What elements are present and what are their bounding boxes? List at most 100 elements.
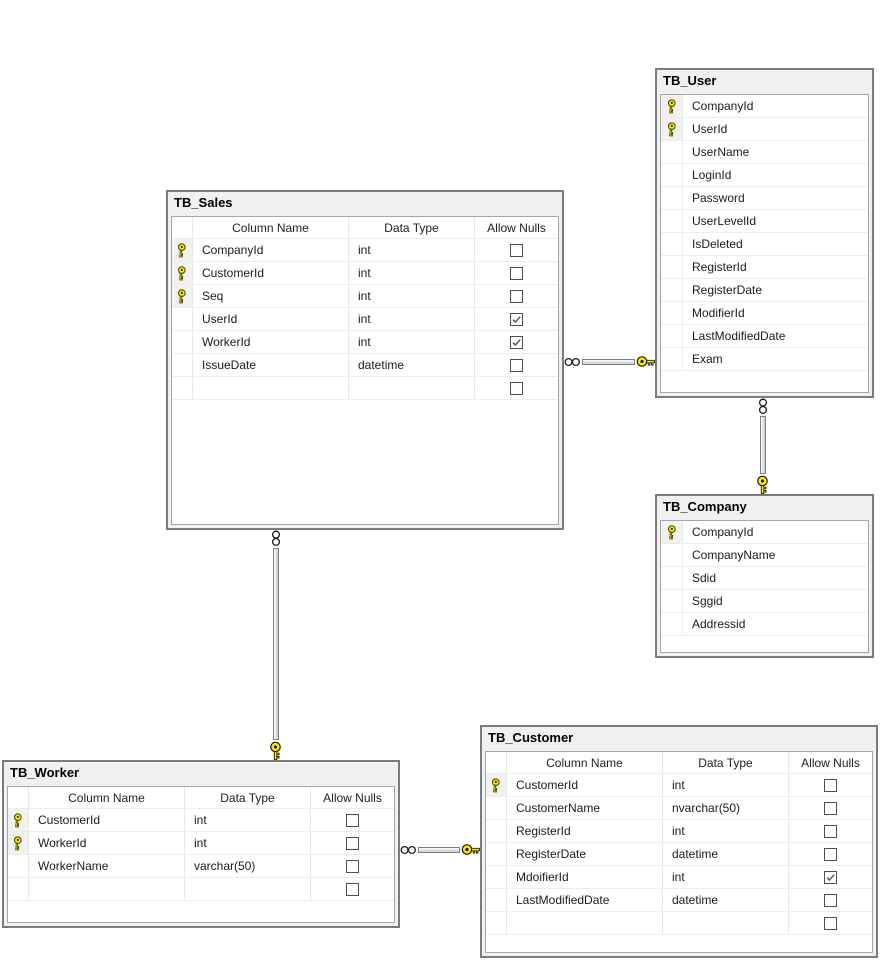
data-type-cell[interactable]: int (663, 820, 789, 842)
column-name-cell[interactable]: Sdid (692, 571, 717, 585)
row-selector[interactable] (661, 613, 683, 635)
data-type-cell[interactable]: int (185, 809, 311, 831)
row-selector[interactable] (486, 820, 507, 842)
table-row[interactable]: Sdid (661, 567, 868, 590)
row-selector-key[interactable] (172, 239, 193, 261)
row-selector[interactable] (8, 855, 29, 877)
checkbox-unchecked[interactable] (346, 882, 359, 896)
relationship-user-company[interactable] (755, 398, 770, 494)
checkbox-checked[interactable] (824, 870, 837, 884)
table-row[interactable]: Addressid (661, 613, 868, 636)
data-type-cell[interactable]: int (663, 866, 789, 888)
row-selector-key[interactable] (172, 285, 193, 307)
table-row[interactable]: UserName (661, 141, 868, 164)
row-selector[interactable] (661, 348, 683, 370)
column-name-cell[interactable] (507, 912, 663, 934)
column-name-cell[interactable]: UserId (193, 308, 349, 330)
column-name-cell[interactable]: LoginId (692, 168, 732, 182)
column-name-cell[interactable]: RegisterDate (692, 283, 763, 297)
column-name-cell[interactable]: WorkerId (193, 331, 349, 353)
table-title[interactable]: TB_User (663, 73, 717, 88)
checkbox-unchecked[interactable] (510, 358, 523, 372)
column-name-cell[interactable]: IsDeleted (692, 237, 743, 251)
row-selector[interactable] (661, 210, 683, 232)
data-type-cell[interactable]: int (349, 262, 475, 284)
row-selector[interactable] (661, 187, 683, 209)
checkbox-unchecked[interactable] (824, 778, 837, 792)
column-name-cell[interactable]: Password (692, 191, 745, 205)
table-row[interactable]: RegisterId (661, 256, 868, 279)
checkbox-unchecked[interactable] (824, 916, 837, 930)
column-name-cell[interactable]: MdoifierId (507, 866, 663, 888)
table-row[interactable]: Password (661, 187, 868, 210)
table-row[interactable] (172, 377, 558, 400)
data-type-cell[interactable] (185, 878, 311, 900)
column-name-cell[interactable]: Addressid (692, 617, 746, 631)
column-name-cell[interactable] (193, 377, 349, 399)
column-name-cell[interactable]: CompanyName (692, 548, 776, 562)
checkbox-unchecked[interactable] (510, 243, 523, 257)
table-row[interactable] (8, 878, 394, 901)
column-name-cell[interactable]: WorkerId (29, 832, 185, 854)
column-name-cell[interactable]: WorkerName (29, 855, 185, 877)
row-selector-key[interactable] (661, 521, 683, 543)
data-type-cell[interactable]: varchar(50) (185, 855, 311, 877)
row-selector[interactable] (661, 302, 683, 324)
row-selector[interactable] (486, 843, 507, 865)
column-name-cell[interactable]: LastModifiedDate (507, 889, 663, 911)
relationship-sales-user[interactable] (564, 354, 655, 369)
data-type-cell[interactable] (349, 377, 475, 399)
row-selector[interactable] (661, 233, 683, 255)
row-selector[interactable] (661, 279, 683, 301)
data-type-cell[interactable]: int (349, 285, 475, 307)
data-type-cell[interactable]: int (349, 239, 475, 261)
checkbox-unchecked[interactable] (824, 847, 837, 861)
row-selector[interactable] (661, 567, 683, 589)
table-row[interactable]: IsDeleted (661, 233, 868, 256)
column-name-cell[interactable] (29, 878, 185, 900)
row-selector-key[interactable] (661, 118, 683, 140)
row-selector[interactable] (661, 544, 683, 566)
checkbox-unchecked[interactable] (510, 266, 523, 280)
table-row[interactable]: CompanyName (661, 544, 868, 567)
column-name-cell[interactable]: UserName (692, 145, 750, 159)
row-selector[interactable] (172, 308, 193, 330)
row-selector-key[interactable] (661, 95, 683, 117)
column-name-cell[interactable]: CustomerId (193, 262, 349, 284)
checkbox-unchecked[interactable] (346, 813, 359, 827)
table-row[interactable]: UserId (661, 118, 868, 141)
column-name-cell[interactable]: RegisterId (692, 260, 747, 274)
data-type-cell[interactable]: int (349, 308, 475, 330)
column-name-cell[interactable]: LastModifiedDate (692, 329, 786, 343)
relationship-worker-customer[interactable] (400, 842, 480, 857)
row-selector[interactable] (172, 354, 193, 376)
data-type-cell[interactable]: datetime (349, 354, 475, 376)
checkbox-unchecked[interactable] (510, 381, 523, 395)
row-selector[interactable] (661, 256, 683, 278)
checkbox-unchecked[interactable] (824, 801, 837, 815)
table-title[interactable]: TB_Customer (488, 730, 574, 745)
data-type-cell[interactable]: nvarchar(50) (663, 797, 789, 819)
checkbox-checked[interactable] (510, 335, 523, 349)
row-selector[interactable] (661, 141, 683, 163)
row-selector-key[interactable] (8, 832, 29, 854)
checkbox-unchecked[interactable] (824, 893, 837, 907)
column-name-cell[interactable]: CompanyId (692, 99, 754, 113)
row-selector[interactable] (486, 912, 507, 934)
